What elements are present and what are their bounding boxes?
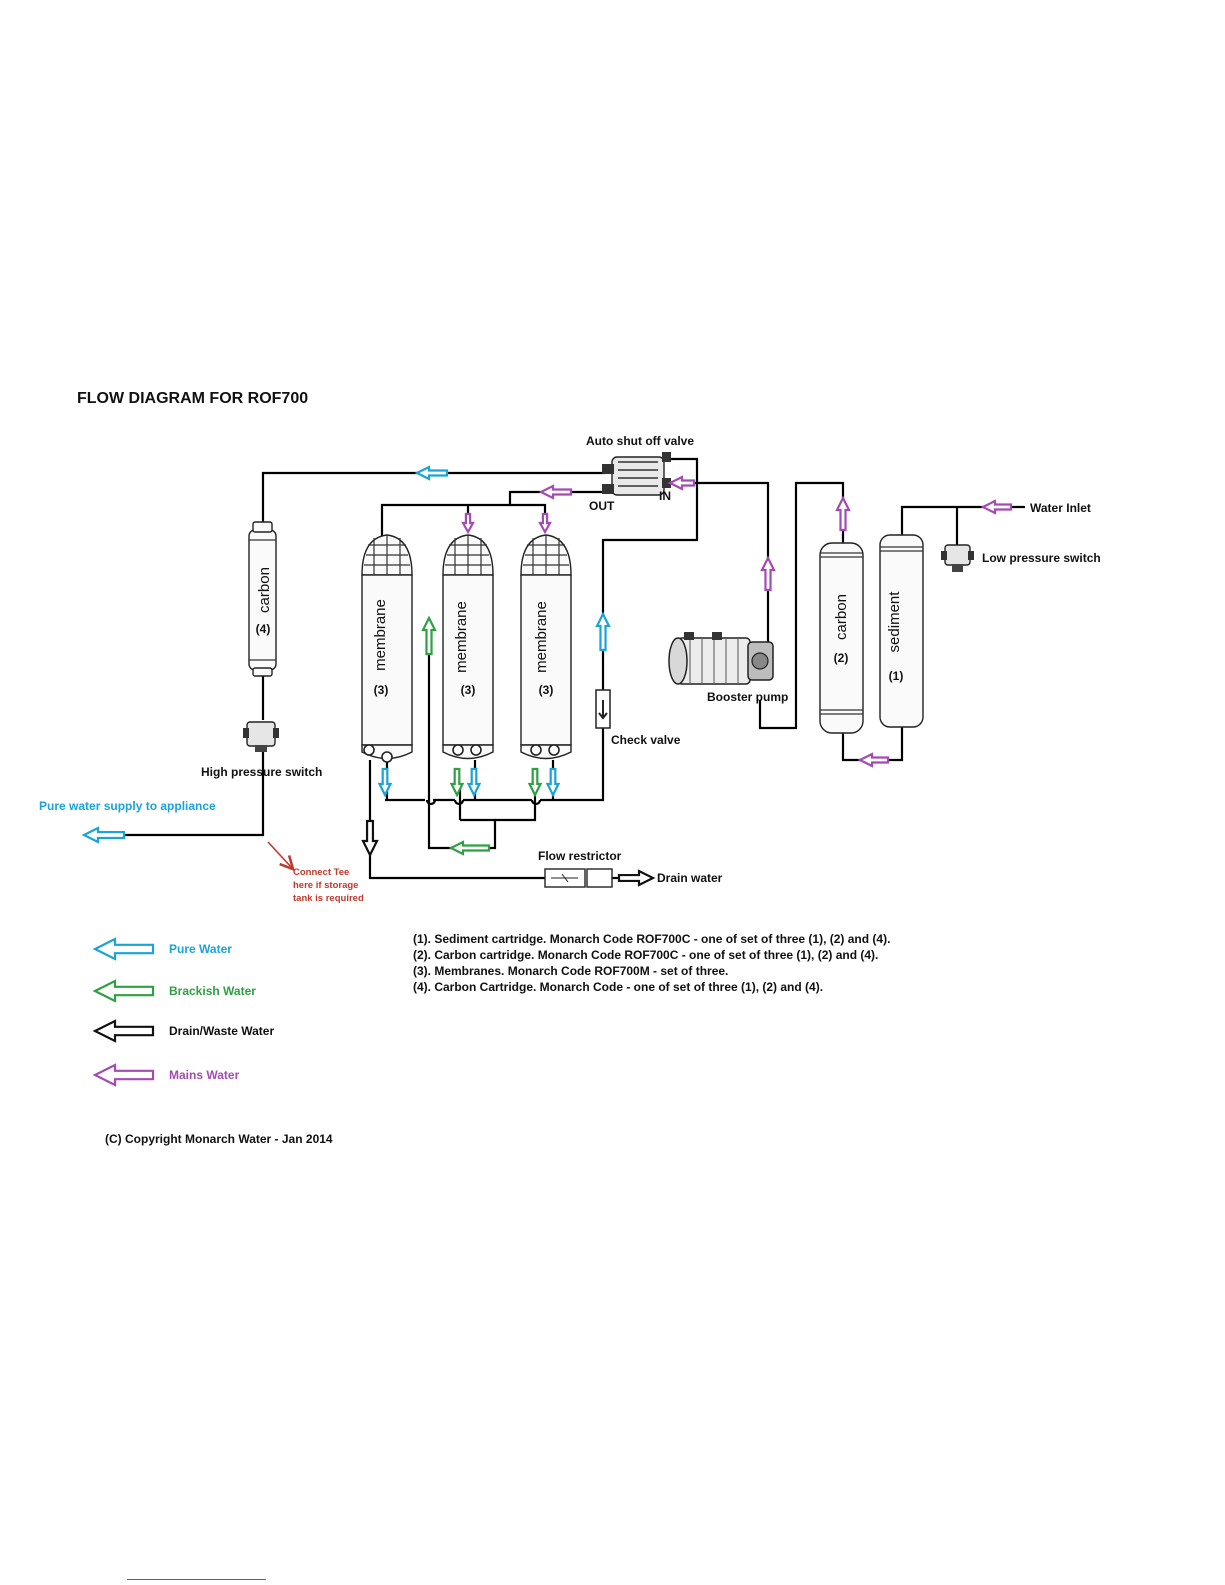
arrow-brackish-membrane-3	[527, 767, 543, 798]
label-connect-tee-3: tank is required	[293, 893, 364, 904]
membrane-housing-1: membrane (3)	[361, 534, 413, 763]
diagram-title: FLOW DIAGRAM FOR ROF700	[77, 390, 308, 407]
label-connect-tee-2: here if storage	[293, 880, 358, 891]
arrow-mains-sediment-bottom	[857, 752, 890, 768]
membrane-housing-2: membrane (3)	[442, 534, 494, 760]
high-pressure-switch-icon	[243, 721, 279, 752]
label-water-inlet: Water Inlet	[1030, 501, 1091, 515]
booster-pump-icon	[668, 632, 774, 685]
legend-label-4: Mains Water	[169, 1068, 240, 1082]
arrow-drain-out	[617, 869, 656, 887]
flow-restrictor-icon	[544, 868, 613, 888]
label-carbon-4: carbon	[256, 567, 273, 613]
arrow-mains-pump-out	[760, 555, 776, 592]
arrow-mains-membrane-2	[461, 512, 475, 535]
label-flow-restrictor: Flow restrictor	[538, 849, 622, 863]
label-num-2: (2)	[834, 651, 849, 665]
cartridge-sediment: sediment (1)	[879, 534, 924, 728]
low-pressure-switch-icon	[941, 544, 974, 572]
legend-label-1: Pure Water	[169, 942, 232, 956]
legend-arrow-2	[92, 979, 155, 1003]
label-auto-shut-off-valve: Auto shut off valve	[586, 434, 694, 448]
check-valve-icon	[595, 689, 611, 729]
footer-link-line[interactable]	[127, 1579, 266, 1580]
arrow-pure-top	[414, 465, 449, 481]
label-in: IN	[659, 489, 671, 503]
arrow-pure-check	[595, 611, 611, 652]
legend-arrow-4	[92, 1063, 155, 1087]
auto-shut-off-valve-icon	[602, 452, 671, 496]
arrow-drain-down	[361, 819, 379, 858]
note-2: (2). Carbon cartridge. Monarch Code ROF7…	[413, 948, 878, 962]
label-sediment: sediment	[886, 591, 903, 653]
label-num-membrane-1: (3)	[374, 683, 389, 697]
legend-arrow-3	[92, 1019, 155, 1043]
label-out: OUT	[589, 499, 615, 513]
label-drain-water: Drain water	[657, 871, 723, 885]
label-pure-water-supply: Pure water supply to appliance	[39, 799, 216, 813]
label-carbon-2: carbon	[833, 594, 850, 640]
label-membrane-3: membrane	[533, 601, 550, 673]
membrane-housing-3: membrane (3)	[520, 534, 572, 760]
label-num-membrane-3: (3)	[539, 683, 554, 697]
arrow-pure-supply	[81, 826, 126, 844]
label-high-pressure-switch: High pressure switch	[201, 765, 322, 779]
legend-label-2: Brackish Water	[169, 984, 256, 998]
label-num-1: (1)	[889, 669, 904, 683]
copyright: (C) Copyright Monarch Water - Jan 2014	[105, 1132, 333, 1146]
legend-label-3: Drain/Waste Water	[169, 1024, 274, 1038]
cartridge-carbon-pre: carbon (2)	[819, 542, 864, 734]
arrow-brackish-return	[448, 840, 491, 856]
label-num-membrane-2: (3)	[461, 683, 476, 697]
label-low-pressure-switch: Low pressure switch	[982, 551, 1101, 565]
arrow-mains-inlet	[980, 499, 1013, 515]
label-membrane-1: membrane	[372, 599, 389, 671]
label-connect-tee-1: Connect Tee	[293, 867, 349, 878]
label-num-4: (4)	[256, 622, 271, 636]
arrow-brackish-membrane-2	[449, 767, 465, 798]
arrow-pure-membrane-1	[377, 767, 393, 798]
note-3: (3). Membranes. Monarch Code ROF700M - s…	[413, 964, 728, 978]
label-membrane-2: membrane	[453, 601, 470, 673]
note-4: (4). Carbon Cartridge. Monarch Code - on…	[413, 980, 823, 994]
legend-arrow-1	[92, 937, 155, 961]
cartridge-carbon-post: carbon (4)	[248, 521, 277, 677]
arrow-mains-membrane-3	[538, 512, 552, 535]
arrow-mains-in	[667, 475, 696, 491]
arrow-mains-out	[538, 484, 573, 500]
note-1: (1). Sediment cartridge. Monarch Code RO…	[413, 932, 890, 946]
arrow-pure-membrane-2	[466, 767, 482, 798]
label-check-valve: Check valve	[611, 733, 681, 747]
arrow-brackish-up	[421, 615, 437, 656]
flow-arrows	[81, 465, 1013, 887]
arrow-pure-membrane-3	[545, 767, 561, 798]
arrow-mains-carbon-pre	[835, 495, 851, 532]
label-booster-pump: Booster pump	[707, 690, 788, 704]
